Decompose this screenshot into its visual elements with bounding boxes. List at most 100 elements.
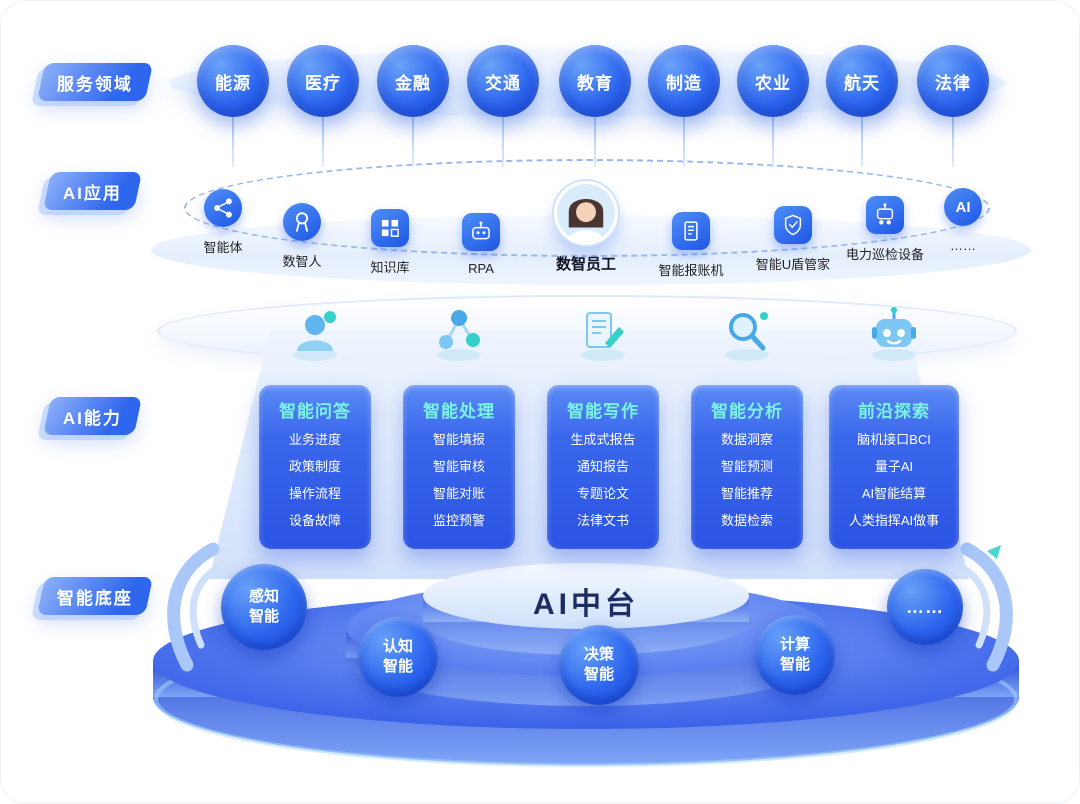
card-item: 法律文书 (576, 513, 629, 528)
card-items: 生成式报告 通知报告 专题论文 法律文书 (551, 422, 655, 539)
capability-card-qa: 智能问答 业务进度 政策制度 操作流程 设备故障 (259, 385, 371, 549)
connector-line (683, 117, 685, 167)
card-item: 通知报告 (576, 459, 629, 474)
label-ai-capabilities-text: AI能力 (63, 408, 122, 428)
domain-label: 交通 (485, 73, 521, 93)
card-item: 智能预测 (720, 459, 773, 474)
swoosh-left-icon (167, 542, 223, 672)
base-circle-decision: 决策智能 (559, 625, 639, 705)
base-circle-more: …… (887, 569, 963, 645)
app-label-agent: 智能体 (203, 240, 243, 255)
card-title: 智能问答 (279, 402, 351, 421)
knowledge-grid-icon (371, 209, 409, 247)
domain-circle-medical: 医疗 (287, 45, 359, 117)
domain-label: 能源 (215, 73, 251, 93)
base-circle-label: …… (906, 596, 944, 617)
domain-circle-energy: 能源 (197, 45, 269, 117)
app-label-more: …… (950, 238, 976, 253)
card-item: 智能审核 (432, 459, 485, 474)
app-label-knowledge-base: 知识库 (370, 260, 410, 275)
label-intelligent-base: 智能底座 (36, 577, 154, 615)
card-item: 智能对账 (432, 486, 485, 501)
capability-card-analysis: 智能分析 数据洞察 智能预测 智能推荐 数据检索 (691, 385, 803, 549)
card-item: 智能填报 (432, 432, 485, 447)
card-items: 业务进度 政策制度 操作流程 设备故障 (263, 422, 367, 539)
domain-label: 医疗 (305, 73, 341, 93)
app-label-digital-human: 数智人 (282, 254, 322, 269)
writing-3d-icon (573, 303, 633, 363)
card-title: 智能分析 (711, 402, 783, 421)
card-title: 前沿探索 (858, 402, 930, 421)
app-label-rpa: RPA (468, 261, 494, 276)
card-item: 监控预警 (432, 513, 485, 528)
base-circle-perception: 感知智能 (221, 564, 307, 650)
connector-line (952, 117, 954, 167)
domain-label: 制造 (666, 73, 702, 93)
label-service-domains: 服务领域 (36, 63, 154, 101)
card-item: 专题论文 (576, 486, 629, 501)
capability-card-writing: 智能写作 生成式报告 通知报告 专题论文 法律文书 (547, 385, 659, 549)
card-items: 脑机接口BCI 量子AI AI智能结算 人类指挥AI做事 (833, 422, 955, 539)
ushield-icon (774, 206, 812, 244)
card-item: 数据检索 (720, 513, 773, 528)
card-items: 智能填报 智能审核 智能对账 监控预警 (407, 422, 511, 539)
domain-circle-law: 法律 (917, 45, 989, 117)
consultant-3d-icon (285, 303, 345, 363)
domain-circle-transport: 交通 (467, 45, 539, 117)
card-item: 生成式报告 (570, 432, 636, 447)
base-circle-label: 计算智能 (779, 635, 810, 673)
domain-label: 农业 (755, 73, 791, 93)
domain-circle-finance: 金融 (377, 45, 449, 117)
label-intelligent-base-text: 智能底座 (57, 588, 133, 608)
domain-label: 航天 (844, 73, 880, 93)
domain-label: 法律 (935, 73, 971, 93)
card-item: 操作流程 (288, 486, 341, 501)
platform-title: AI中台 (533, 588, 639, 621)
card-item: 智能推荐 (720, 486, 773, 501)
card-item: 量子AI (874, 459, 914, 474)
base-circle-label: 认知智能 (382, 637, 413, 675)
label-ai-applications-text: AI应用 (63, 183, 122, 203)
domain-label: 教育 (577, 73, 613, 93)
label-service-domains-text: 服务领域 (57, 74, 133, 94)
capability-card-frontier: 前沿探索 脑机接口BCI 量子AI AI智能结算 人类指挥AI做事 (829, 385, 959, 549)
card-items: 数据洞察 智能预测 智能推荐 数据检索 (695, 422, 799, 539)
ai-circle-icon: AI (944, 188, 982, 226)
domain-circle-education: 教育 (559, 45, 631, 117)
card-item: 数据洞察 (720, 432, 773, 447)
connector-line (232, 117, 234, 167)
domain-circle-aerospace: 航天 (826, 45, 898, 117)
agent-network-icon (204, 189, 242, 227)
app-label-power-inspection: 电力巡检设备 (845, 247, 924, 262)
digital-employee-avatar (554, 181, 618, 245)
card-item: 业务进度 (288, 432, 341, 447)
base-circle-label: 决策智能 (583, 645, 614, 683)
card-title: 智能处理 (423, 402, 495, 421)
robot-chat-icon (462, 213, 500, 251)
domain-circle-manufacturing: 制造 (648, 45, 720, 117)
connector-line (861, 117, 863, 167)
card-item: AI智能结算 (861, 486, 927, 501)
receipt-terminal-icon (672, 212, 710, 250)
card-item: 人类指挥AI做事 (848, 513, 940, 528)
magnifier-3d-icon (717, 303, 777, 363)
connector-line (594, 117, 596, 167)
swoosh-right-icon (957, 542, 1013, 672)
ai-circle-icon-text: AI (955, 198, 971, 216)
connector-line (772, 117, 774, 167)
base-circle-label: 感知智能 (248, 587, 279, 625)
connector-line (412, 117, 414, 167)
card-title: 智能写作 (567, 402, 639, 421)
domain-circle-agriculture: 农业 (737, 45, 809, 117)
application-dashed-ellipse (184, 159, 990, 257)
card-item: 设备故障 (288, 513, 341, 528)
label-ai-capabilities: AI能力 (42, 397, 143, 435)
card-item: 政策制度 (288, 459, 341, 474)
molecule-3d-icon (429, 303, 489, 363)
connector-line (322, 117, 324, 167)
card-item: 脑机接口BCI (857, 432, 931, 447)
label-ai-applications: AI应用 (42, 172, 143, 210)
medal-person-icon (283, 203, 321, 241)
capability-card-processing: 智能处理 智能填报 智能审核 智能对账 监控预警 (403, 385, 515, 549)
